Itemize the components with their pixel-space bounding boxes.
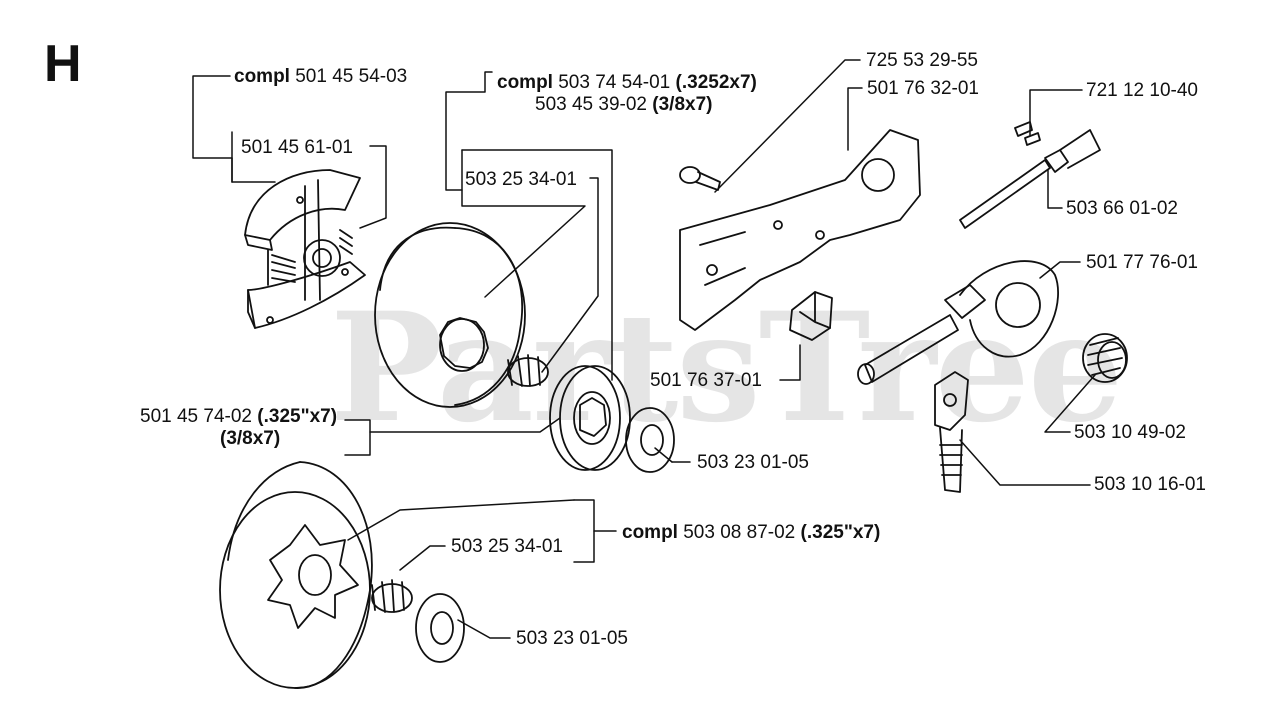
callout-bolt: 725 53 29-55 — [866, 50, 978, 72]
part-number: 725 53 29-55 — [866, 50, 978, 71]
small-guide-part — [789, 291, 833, 341]
bottom-bearing-part — [371, 579, 413, 613]
callout-bearing-bottom: 503 25 34-01 — [451, 536, 563, 558]
callout-pump-shaft: 503 66 01-02 — [1066, 198, 1178, 220]
part-number: 501 45 61-01 — [241, 137, 353, 158]
part-number: 503 25 34-01 — [451, 536, 563, 557]
callout-washer-top: 503 23 01-05 — [697, 452, 809, 474]
part-spec: (3/8x7) — [652, 94, 713, 115]
callout-bottom-drum-compl: compl 503 08 87-02 (.325"x7) — [622, 522, 880, 544]
part-number: 501 77 76-01 — [1086, 252, 1198, 273]
bottom-clutch-drum — [219, 461, 373, 689]
oil-pump-part — [857, 260, 1059, 385]
callout-clutch-shoe: 501 45 61-01 — [241, 137, 353, 159]
callout-small-guide: 501 76 37-01 — [650, 370, 762, 392]
pump-housing-part — [934, 371, 969, 493]
part-number: 503 66 01-02 — [1066, 198, 1178, 219]
callout-clutch-compl: compl 501 45 54-03 — [234, 66, 407, 88]
part-spec: (.325"x7) — [800, 522, 881, 543]
part-number: 503 45 39-02 — [535, 94, 647, 115]
part-spec: (3/8x7) — [220, 428, 281, 449]
bottom-washer-part — [415, 593, 465, 663]
part-number: 501 76 32-01 — [867, 78, 979, 99]
callout-guide-plate: 501 76 32-01 — [867, 78, 979, 100]
part-number: 503 23 01-05 — [697, 452, 809, 473]
part-number: 501 45 54-03 — [295, 66, 408, 87]
part-number: 503 23 01-05 — [516, 628, 628, 649]
part-number: 501 76 37-01 — [650, 370, 762, 391]
compl-prefix: compl — [497, 72, 553, 93]
callout-pump-housing: 503 10 16-01 — [1094, 474, 1206, 496]
part-number: 721 12 10-40 — [1086, 80, 1198, 101]
callout-bearing-top: 503 25 34-01 — [465, 169, 577, 191]
worm-part — [1082, 333, 1128, 383]
part-spec: (.3252x7) — [675, 72, 757, 93]
washer-top — [625, 407, 675, 473]
callout-drum-compl-a: compl 503 74 54-01 (.3252x7) — [497, 72, 757, 94]
clutch-drum — [374, 222, 549, 408]
compl-prefix: compl — [622, 522, 678, 543]
leader-lines — [192, 59, 1096, 639]
compl-prefix: compl — [234, 66, 290, 87]
clutch-assembly — [244, 169, 366, 329]
callout-drum-compl-b: 503 45 39-02 (3/8x7) — [535, 94, 712, 116]
callout-rim-sprocket-alt: (3/8x7) — [220, 428, 280, 450]
part-spec: (.325"x7) — [257, 406, 338, 427]
callout-oil-pump: 501 77 76-01 — [1086, 252, 1198, 274]
watermark: PartsTree — [330, 280, 1123, 456]
pump-shaft-part — [959, 121, 1101, 229]
part-number: 501 45 74-02 — [140, 406, 252, 427]
bolt-part — [679, 166, 721, 191]
part-number: 503 25 34-01 — [465, 169, 577, 190]
callout-washer-bottom: 503 23 01-05 — [516, 628, 628, 650]
callout-rim-sprocket: 501 45 74-02 (.325"x7) — [140, 406, 337, 428]
part-number: 503 10 49-02 — [1074, 422, 1186, 443]
callout-pin: 721 12 10-40 — [1086, 80, 1198, 102]
callout-worm: 503 10 49-02 — [1074, 422, 1186, 444]
part-number: 503 08 87-02 — [683, 522, 796, 543]
part-number: 503 74 54-01 — [558, 72, 671, 93]
section-letter: H — [44, 35, 82, 93]
rim-sprocket — [549, 365, 631, 471]
part-number: 503 10 16-01 — [1094, 474, 1206, 495]
guide-plate — [679, 129, 921, 331]
